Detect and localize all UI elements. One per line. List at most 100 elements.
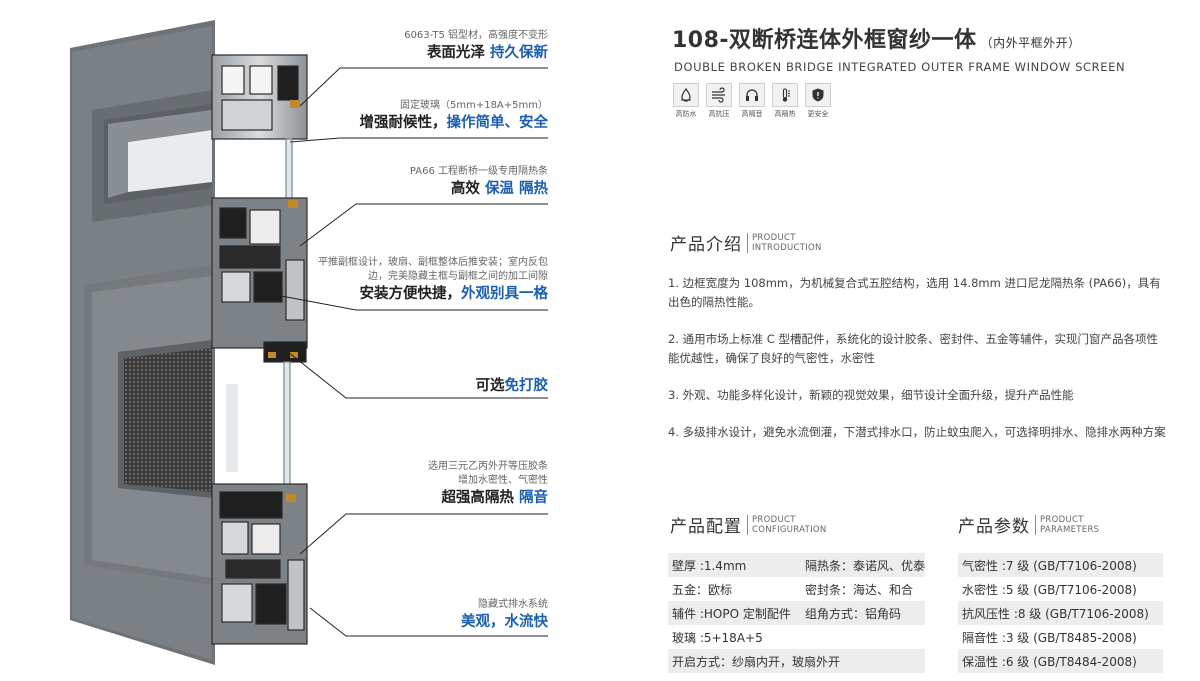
intro-paragraph: 1. 边框宽度为 108mm，为机械复合式五腔结构，选用 14.8mm 进口尼龙… bbox=[668, 276, 1161, 309]
badge-wind-pressure-label: 高抗压 bbox=[708, 110, 730, 118]
table-cell: 隔音性 :3 级 (GB/T8485-2008) bbox=[962, 630, 1137, 645]
product-title-main: 108-双断桥连体外框窗纱一体 bbox=[672, 28, 977, 53]
table-row: 气密性 :7 级 (GB/T7106-2008) bbox=[958, 553, 1163, 577]
table-row: 开启方式：纱扇内开，玻扇外开 bbox=[668, 649, 925, 673]
badge-waterproof-label: 高防水 bbox=[675, 110, 697, 118]
callout-glass-headline: 增强耐候性，操作简单、安全 bbox=[360, 113, 549, 133]
callout-material-headline: 表面光泽 持久保新 bbox=[404, 43, 548, 63]
callout-thermal-strip: PA66 工程断桥一级专用隔热条 高效 保温 隔热 bbox=[410, 165, 548, 199]
callout-thermal-strip-highlight: 保温 隔热 bbox=[484, 181, 548, 197]
callout-gasket-highlight: 隔音 bbox=[519, 490, 548, 506]
profile-cross-section-drawing bbox=[70, 20, 548, 665]
thermometer-icon bbox=[782, 88, 790, 102]
callout-gasket-detail-2: 增加水密性、气密性 bbox=[458, 475, 548, 486]
params-heading-en-2: PARAMETERS bbox=[1040, 524, 1100, 535]
callout-material: 6063-T5 铝型材，高强度不变形 表面光泽 持久保新 bbox=[404, 29, 548, 63]
callout-glass-plain: 增强耐候性， bbox=[359, 115, 447, 131]
table-cell: 玻璃 :5+18A+5 bbox=[672, 630, 763, 645]
table-cell: 组角方式：铝角码 bbox=[805, 606, 902, 621]
wind-icon bbox=[712, 87, 725, 103]
callout-installation: 平推副框设计，玻扇、副框整体后推安装；室内反包 边，完美隐藏主框与副框之间的加工… bbox=[318, 256, 548, 304]
callout-material-plain: 表面光泽 bbox=[426, 45, 490, 61]
shield-icon bbox=[812, 88, 824, 102]
product-title-english: DOUBLE BROKEN BRIDGE INTEGRATED OUTER FR… bbox=[674, 60, 1126, 74]
callout-drainage-highlight: 美观，水流快 bbox=[461, 614, 548, 630]
callout-gasket-plain: 超强高隔热 bbox=[441, 490, 519, 506]
table-row: 玻璃 :5+18A+5 bbox=[668, 625, 925, 649]
table-cell: 密封条：海达、和合 bbox=[805, 582, 914, 597]
callout-glue-free-plain: 可选 bbox=[475, 378, 505, 394]
table-row: 抗风压性 :8 级 (GB/T7106-2008) bbox=[958, 601, 1163, 625]
table-row: 五金：欧标 密封条：海达、和合 bbox=[668, 577, 925, 601]
callout-thermal-strip-detail: PA66 工程断桥一级专用隔热条 bbox=[409, 166, 548, 177]
params-heading-en-1: PRODUCT bbox=[1040, 514, 1084, 525]
params-heading-cn: 产品参数 bbox=[958, 517, 1030, 537]
callout-material-detail: 6063-T5 铝型材，高强度不变形 bbox=[404, 30, 548, 41]
product-title: 108-双断桥连体外框窗纱一体（内外平框外开） bbox=[672, 22, 1081, 54]
table-cell: 抗风压性 :8 级 (GB/T7106-2008) bbox=[962, 606, 1149, 621]
badge-safety: 更安全 bbox=[804, 83, 832, 119]
table-row: 保温性 :6 级 (GB/T8484-2008) bbox=[958, 649, 1163, 673]
badge-sound-label: 高隔音 bbox=[741, 110, 763, 118]
table-row: 隔音性 :3 级 (GB/T8485-2008) bbox=[958, 625, 1163, 649]
table-cell: 五金：欧标 bbox=[672, 582, 733, 597]
product-title-block: 108-双断桥连体外框窗纱一体（内外平框外开） bbox=[672, 22, 1081, 54]
callout-installation-plain: 安装方便快捷， bbox=[359, 286, 462, 302]
table-cell: 气密性 :7 级 (GB/T7106-2008) bbox=[962, 558, 1137, 573]
product-title-sub: （内外平框外开） bbox=[980, 36, 1081, 50]
callout-glass-highlight: 操作简单、安全 bbox=[446, 115, 549, 131]
config-heading-cn: 产品配置 bbox=[670, 517, 742, 537]
callout-glue-free: 可选免打胶 bbox=[476, 376, 549, 396]
table-cell: 水密性 :5 级 (GB/T7106-2008) bbox=[962, 582, 1137, 597]
table-cell: 保温性 :6 级 (GB/T8484-2008) bbox=[962, 654, 1137, 669]
badge-waterproof: 高防水 bbox=[672, 83, 700, 119]
callout-thermal-strip-plain: 高效 bbox=[450, 181, 485, 197]
callout-installation-detail-2: 边，完美隐藏主框与副框之间的加工间隙 bbox=[368, 271, 548, 282]
callout-glue-free-headline: 可选免打胶 bbox=[476, 376, 549, 396]
heading-divider bbox=[747, 514, 748, 535]
config-heading-en-1: PRODUCT bbox=[752, 514, 796, 525]
callout-glass: 固定玻璃（5mm+18A+5mm） 增强耐候性，操作简单、安全 bbox=[360, 99, 549, 133]
callout-gasket-headline: 超强高隔热 隔音 bbox=[428, 488, 548, 508]
intro-heading-en-1: PRODUCT bbox=[752, 232, 796, 243]
table-row: 水密性 :5 级 (GB/T7106-2008) bbox=[958, 577, 1163, 601]
heading-divider bbox=[747, 232, 748, 253]
intro-heading-cn: 产品介绍 bbox=[670, 235, 742, 255]
table-cell: 辅件 :HOPO 定制配件 bbox=[672, 606, 791, 621]
callout-thermal-strip-headline: 高效 保温 隔热 bbox=[410, 179, 548, 199]
intro-heading-en-2: INTRODUCTION bbox=[752, 242, 822, 253]
table-cell: 壁厚 :1.4mm bbox=[672, 558, 747, 573]
intro-text: 1. 边框宽度为 108mm，为机械复合式五腔结构，选用 14.8mm 进口尼龙… bbox=[668, 274, 1168, 460]
callout-glass-detail: 固定玻璃（5mm+18A+5mm） bbox=[399, 100, 548, 111]
badge-sound: 高隔音 bbox=[738, 83, 766, 119]
table-cell: 开启方式：纱扇内开，玻扇外开 bbox=[672, 654, 841, 669]
callout-installation-detail-1: 平推副框设计，玻扇、副框整体后推安装；室内反包 bbox=[318, 257, 548, 268]
intro-paragraph: 4. 多级排水设计，避免水流倒灌，下潜式排水口，防止蚊虫爬入，可选择明排水、隐排… bbox=[668, 425, 1166, 439]
callout-drainage-detail: 隐藏式排水系统 bbox=[478, 599, 548, 610]
callout-installation-highlight: 外观别具一格 bbox=[461, 286, 548, 302]
headphones-icon bbox=[746, 89, 758, 101]
water-drop-icon bbox=[681, 87, 691, 102]
callout-gasket-detail-1: 选用三元乙丙外开等压胶条 bbox=[428, 461, 548, 472]
callout-drainage: 隐藏式排水系统 美观，水流快 bbox=[461, 598, 548, 632]
table-row: 辅件 :HOPO 定制配件组角方式：铝角码 bbox=[668, 601, 925, 625]
badge-thermal-label: 高隔热 bbox=[774, 110, 796, 118]
callout-drainage-headline: 美观，水流快 bbox=[461, 612, 548, 632]
badge-wind-pressure: 高抗压 bbox=[705, 83, 733, 119]
window-profile-illustration: 6063-T5 铝型材，高强度不变形 表面光泽 持久保新 固定玻璃（5mm+18… bbox=[70, 20, 549, 665]
badge-thermal: 高隔热 bbox=[771, 83, 799, 119]
badge-safety-label: 更安全 bbox=[807, 110, 829, 118]
feature-badges: 高防水 高抗压 高隔音 高隔热 更安全 bbox=[672, 83, 832, 119]
intro-paragraph: 2. 通用市场上标准 C 型槽配件，系统化的设计胶条、密封件、五金等辅件，实现门… bbox=[668, 332, 1158, 365]
callout-gasket: 选用三元乙丙外开等压胶条 增加水密性、气密性 超强高隔热 隔音 bbox=[428, 460, 548, 508]
callout-glue-free-highlight: 免打胶 bbox=[504, 378, 549, 394]
callout-material-highlight: 持久保新 bbox=[490, 45, 548, 61]
